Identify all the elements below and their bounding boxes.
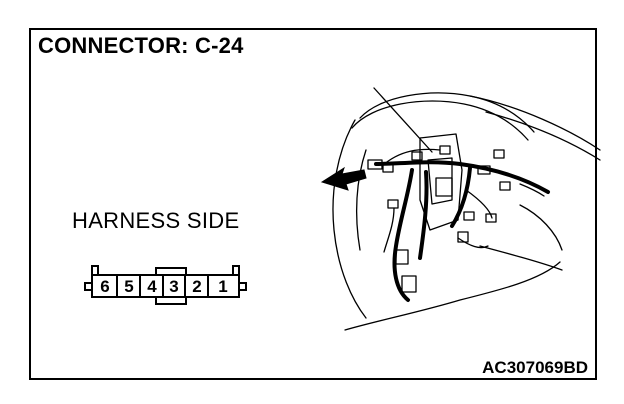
pin-number-1: 1 [218,277,227,296]
wire-harness [374,160,550,302]
relay-box [435,177,453,197]
knee-panel-edge [519,204,563,251]
steering-wheel-rim [359,92,535,133]
small-connector [493,149,505,159]
dashboard-illustration [332,87,601,331]
antenna-lead [373,87,433,153]
small-connector [395,249,409,265]
small-connector [499,181,511,191]
steering-column-shroud [355,149,367,251]
small-connector [439,145,451,155]
connector-key-top [155,267,187,275]
small-connector [411,151,423,161]
pin-number-5: 5 [124,277,133,296]
pin-number-4: 4 [147,277,157,296]
pointer-arrow [320,166,367,191]
lower-dash [344,261,561,331]
dashboard-top-inner [485,111,601,161]
connector-left-tab [91,265,99,275]
connector-left-latch [84,282,93,291]
connector-face [84,265,247,305]
arrow-icon [320,166,367,191]
small-connector [463,211,475,221]
connector-right-tab [232,265,240,275]
column-bracket [419,133,463,231]
connector-title: CONNECTOR: C-24 [38,33,244,58]
harness-down-mid [418,170,429,260]
figure-code: AC307069BD [482,358,588,377]
steering-wheel-rim-left [332,119,367,319]
harness-down-right [450,166,472,228]
knee-panel [479,245,563,271]
steering-wheel-rim-inner [351,100,529,141]
harness-main [374,160,550,194]
harness-down-left [392,168,414,302]
diagram-frame [29,28,597,380]
wire [465,189,493,219]
pin-number-2: 2 [192,277,201,296]
small-connector [401,275,417,293]
small-connector [457,231,469,243]
connector-body [91,274,240,298]
wire [457,237,489,249]
column-bracket-plate [427,157,453,205]
pin-number-3: 3 [169,277,178,296]
harness-side-label: HARNESS SIDE [72,208,240,233]
dashboard-top [469,95,601,151]
wire [383,207,395,253]
connector-right-latch [238,282,247,291]
wire [519,183,545,197]
connector-key-bottom [155,297,187,305]
small-connector [387,199,399,209]
pin-number-6: 6 [100,277,109,296]
